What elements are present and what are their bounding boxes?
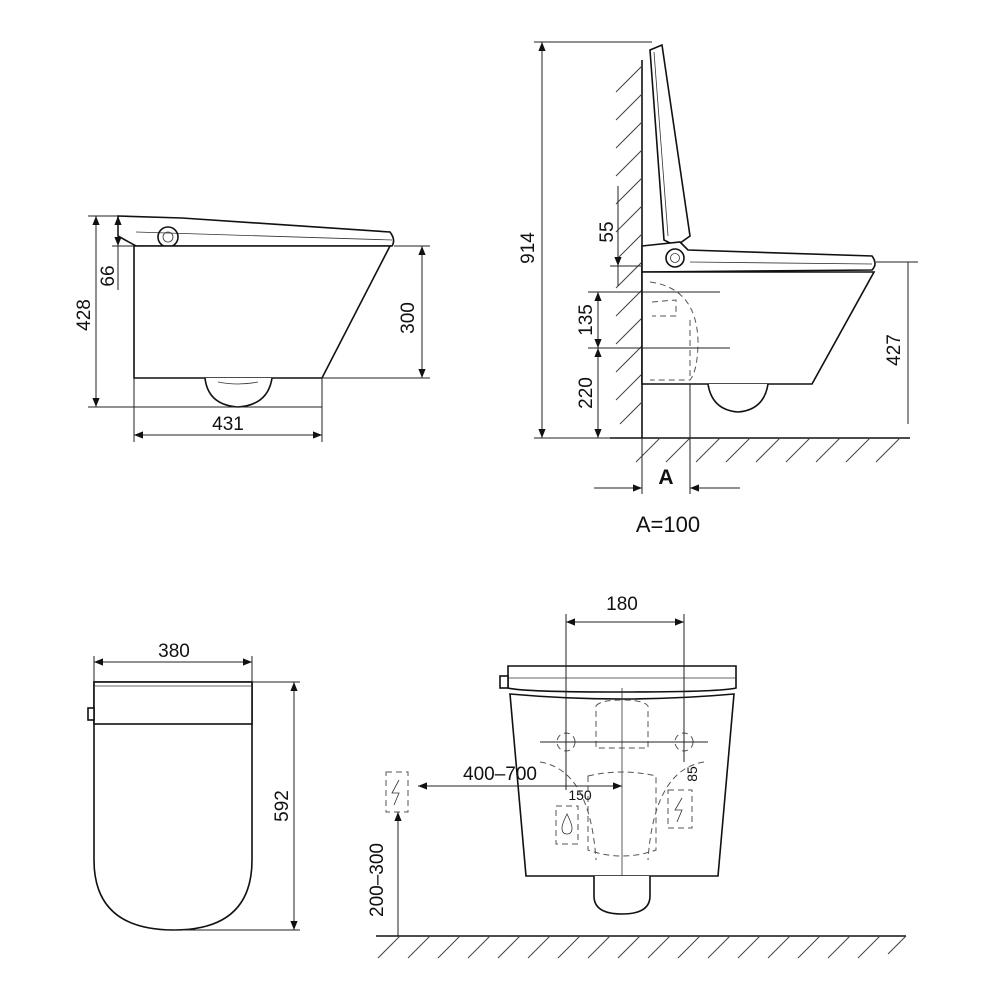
- dim-380: 380: [158, 641, 190, 662]
- raised-lid: [649, 43, 691, 247]
- dim-a-value: A=100: [636, 512, 700, 537]
- dim-180: 180: [606, 594, 638, 615]
- dim-592: 592: [272, 790, 293, 822]
- water-inlet-box: [555, 805, 579, 845]
- floor-hatching: [635, 437, 901, 463]
- side-bowl: [133, 245, 392, 379]
- installed-outlet: [707, 383, 769, 413]
- dim-300: 300: [398, 302, 419, 334]
- dim-85: 85: [684, 766, 700, 782]
- installed-bowl: [641, 271, 876, 385]
- front-outlet: [593, 876, 651, 915]
- dim-427: 427: [884, 334, 905, 366]
- wall-hatching: [615, 65, 643, 425]
- inner-power-socket: [667, 789, 693, 829]
- side-outlet: [204, 377, 273, 408]
- front-side-button: [499, 675, 509, 689]
- wall-power-socket: [385, 771, 409, 813]
- water-drop-icon: [561, 813, 573, 835]
- top-seat-unit: [93, 681, 253, 725]
- front-view: 180 85 400–700 150 200–300: [367, 594, 907, 959]
- dim-428: 428: [74, 299, 95, 331]
- dim-914: 914: [518, 232, 539, 264]
- dim-150: 150: [568, 787, 592, 803]
- top-side-button: [87, 707, 95, 721]
- top-view: 380 592: [87, 641, 300, 931]
- dim-135: 135: [576, 304, 597, 336]
- side-view: 428 66 300 431: [74, 215, 430, 442]
- installed-view: 914 55 135 220 427 A A=100: [518, 41, 918, 537]
- dim-a-label: A: [658, 466, 673, 489]
- power-socket-icon-right: [674, 797, 683, 823]
- installed-seat: [641, 241, 876, 273]
- dim-200-300: 200–300: [367, 843, 388, 917]
- dim-431: 431: [212, 414, 244, 435]
- installed-seat-button-icon: [665, 248, 685, 268]
- front-floor-hatching: [377, 935, 907, 959]
- dim-400-700: 400–700: [463, 764, 537, 785]
- dim-66: 66: [98, 265, 119, 286]
- dim-220: 220: [576, 377, 597, 409]
- dim-55: 55: [597, 221, 618, 242]
- power-socket-icon: [391, 779, 400, 806]
